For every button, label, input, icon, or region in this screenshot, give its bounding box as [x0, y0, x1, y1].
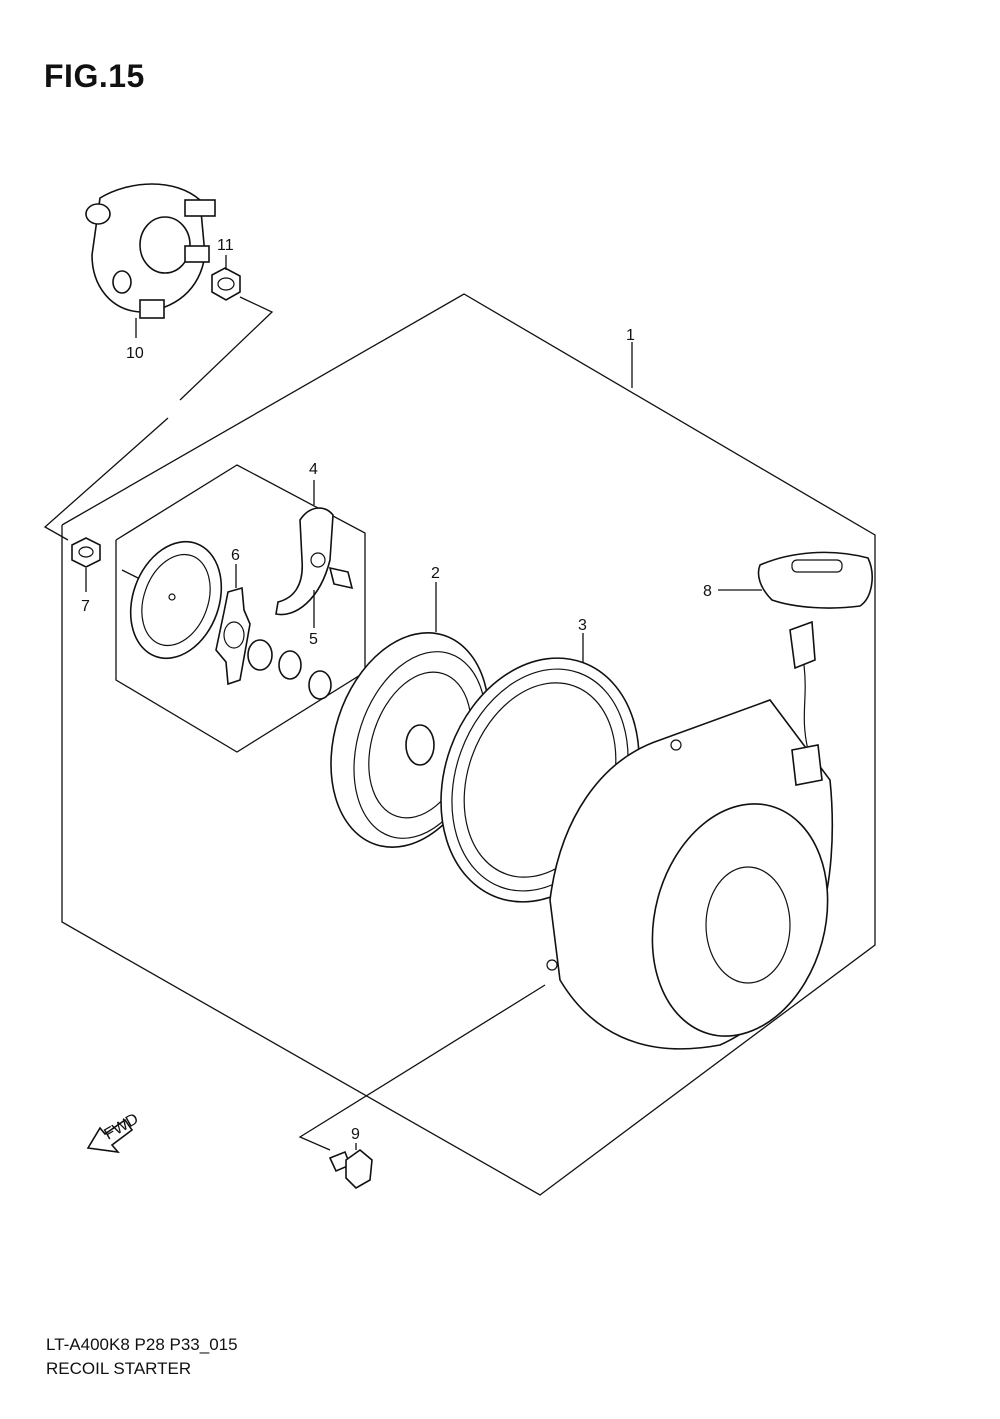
diagram-name: RECOIL STARTER [46, 1359, 192, 1378]
starter-handle-part [757, 551, 873, 786]
callout-4: 4 [309, 461, 318, 478]
callout-numbers: 1 2 3 4 5 6 7 8 9 10 11 [81, 237, 712, 1143]
callout-1: 1 [626, 327, 635, 344]
flange-nut-part [71, 537, 101, 568]
nut-part [211, 267, 241, 301]
callout-9: 9 [351, 1126, 360, 1143]
fwd-direction-arrow: FWD [86, 1111, 142, 1154]
ratchet-pawl-part [275, 507, 354, 616]
callout-8: 8 [703, 583, 712, 600]
callout-2: 2 [431, 565, 440, 582]
callout-6: 6 [231, 547, 240, 564]
callout-leaders [85, 255, 762, 1150]
diagram-code: LT-A400K8 P28 P33_015 [46, 1335, 238, 1354]
callout-10: 10 [126, 345, 144, 362]
starter-cup-part [85, 183, 216, 319]
callout-3: 3 [578, 617, 587, 634]
guide-part [215, 586, 251, 686]
disc-plate-part [129, 540, 223, 660]
leader-lines [43, 296, 546, 1151]
bolt-part [328, 1148, 373, 1189]
spring-bushings-part [247, 639, 332, 700]
callout-11: 11 [217, 237, 234, 254]
assembly-boundary [61, 293, 876, 1196]
callout-5: 5 [309, 631, 318, 648]
figure-title: FIG.15 [44, 58, 145, 94]
recoil-case-part [546, 699, 834, 1050]
callout-7: 7 [81, 598, 90, 615]
